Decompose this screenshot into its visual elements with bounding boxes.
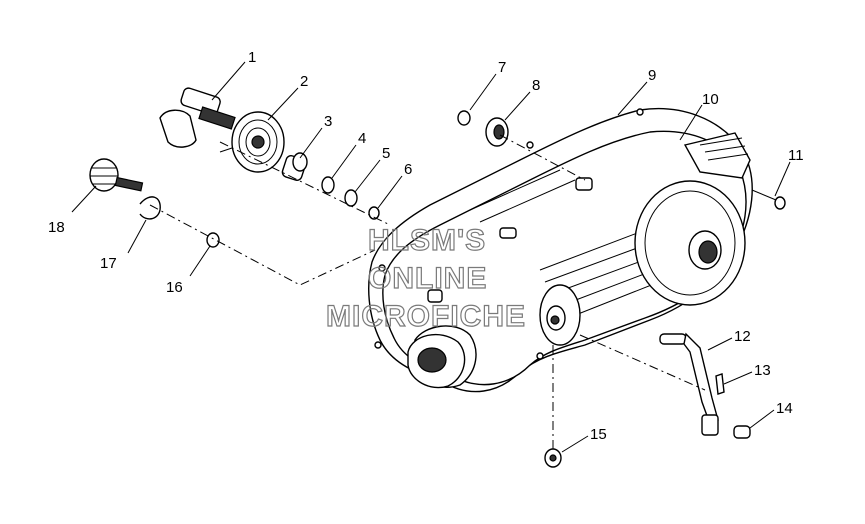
- assembly-line-1: [149, 204, 376, 286]
- callout-13: 13: [754, 362, 771, 379]
- callout-11: 11: [788, 147, 804, 164]
- part-12-kick-lever: [659, 332, 719, 436]
- callout-6: 6: [404, 161, 412, 178]
- part-2-return-spring: [219, 111, 285, 173]
- watermark-line-3: MICROFICHE: [326, 300, 526, 333]
- callout-14: 14: [776, 400, 793, 417]
- callout-9: 9: [648, 67, 656, 84]
- callout-12: 12: [734, 328, 751, 345]
- callout-15: 15: [590, 426, 607, 443]
- belt-cover-assembly: [368, 107, 753, 393]
- assembly-line-5: [579, 334, 706, 391]
- part-8-bearing: [485, 117, 509, 147]
- rear-vent: [683, 132, 751, 179]
- part-16-washer: [206, 232, 220, 248]
- part-15-drain-bolt: [544, 448, 562, 468]
- part-6-oring: [368, 206, 380, 220]
- callout-10: 10: [702, 91, 719, 108]
- callout-1: 1: [248, 49, 256, 66]
- part-1-kick-shaft: [159, 87, 236, 148]
- callout-labels: 1 2 3 4 5 6 7 8 9 10 11 12 13 14 15 16 1…: [48, 49, 804, 443]
- watermark: HLSM'S ONLINE MICROFICHE: [325, 223, 526, 333]
- assembly-line-2: [219, 141, 391, 226]
- part-14-cap: [733, 425, 751, 439]
- part-4-washer: [321, 176, 335, 194]
- watermark-line-1: HLSM'S: [368, 224, 486, 257]
- assembly-line-3: [499, 134, 586, 181]
- part-18-starter-drive: [89, 158, 144, 192]
- callout-16: 16: [166, 279, 183, 296]
- part-17-clip: [139, 196, 161, 220]
- part-11-bolt: [751, 189, 786, 210]
- watermark-line-2: ONLINE: [368, 262, 487, 295]
- part-7-oring: [457, 110, 471, 126]
- callout-4: 4: [358, 130, 366, 147]
- part-3-bushing: [281, 152, 308, 181]
- callout-5: 5: [382, 145, 390, 162]
- callout-2: 2: [300, 73, 308, 90]
- callout-8: 8: [532, 77, 540, 94]
- callout-3: 3: [324, 113, 332, 130]
- leader-lines: [71, 61, 791, 453]
- callout-7: 7: [498, 59, 506, 76]
- part-13-bolt: [715, 373, 725, 395]
- callout-17: 17: [100, 255, 117, 272]
- callout-18: 18: [48, 219, 65, 236]
- part-5-washer: [344, 189, 358, 207]
